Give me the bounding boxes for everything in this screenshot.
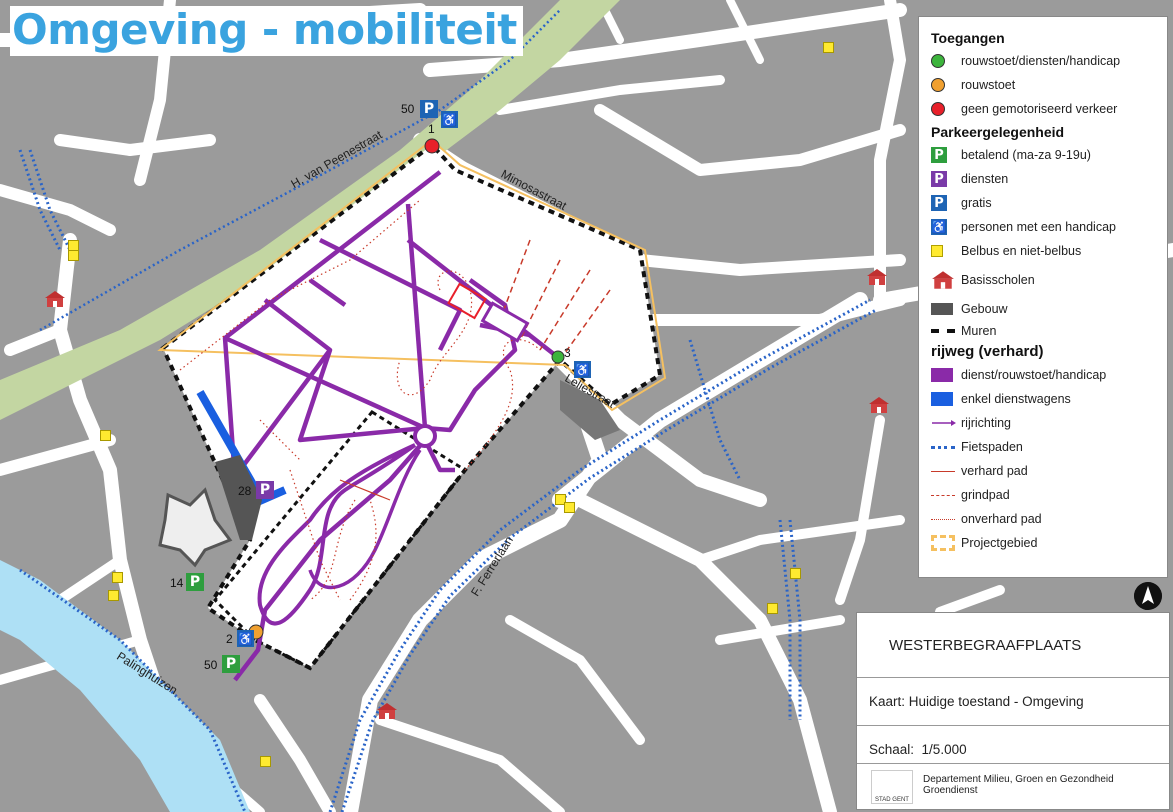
- green-strip: [0, 0, 620, 420]
- building-1: [215, 455, 262, 540]
- legend-item: Projectgebied: [931, 531, 1159, 555]
- handicap-icon[interactable]: ♿: [441, 111, 458, 128]
- title-block-kaart: Kaart: Huidige toestand - Omgeving: [857, 677, 1169, 725]
- parking-1-count: 50: [401, 102, 415, 116]
- bus-stop-icon[interactable]: [112, 572, 123, 583]
- legend-item: dienst/rouwstoet/handicap: [931, 363, 1159, 387]
- north-arrow-icon: [1134, 582, 1162, 610]
- parking-service-icon: P: [931, 171, 947, 187]
- green-dot-icon: [931, 54, 945, 68]
- red-dot-icon: [931, 102, 945, 116]
- legend-item: verhard pad: [931, 459, 1159, 483]
- unpaved-path-line: [931, 518, 955, 520]
- title-block: WESTERBEGRAAFPLAATS Kaart: Huidige toest…: [856, 612, 1170, 810]
- loop-road: [257, 443, 417, 626]
- arrow-right-icon: [932, 420, 956, 426]
- loop-road-2: [308, 449, 422, 590]
- legend-item: Gebouw: [931, 297, 1159, 321]
- bus-stop-icon[interactable]: [555, 494, 566, 505]
- project-area-swatch: [931, 535, 955, 551]
- handicap-icon[interactable]: ♿: [574, 361, 591, 378]
- title-block-dept: STAD GENT Departement Milieu, Groen en G…: [857, 763, 1169, 811]
- gravel-path-line: [931, 494, 955, 496]
- bus-stop-icon[interactable]: [68, 250, 79, 261]
- parking-betalend-icon[interactable]: P: [222, 655, 240, 673]
- bus-stop-icon[interactable]: [823, 42, 834, 53]
- school-icon[interactable]: [866, 268, 888, 286]
- school-icon[interactable]: [44, 290, 66, 308]
- entrance-1-number: 1: [428, 122, 435, 136]
- scale-value: 1/5.000: [921, 742, 967, 757]
- cemetery-inner-wall: [212, 410, 468, 670]
- legend-item: Fietspaden: [931, 435, 1159, 459]
- legend-item: ♿personen met een handicap: [931, 219, 1116, 235]
- parking-2-count: 28: [238, 484, 252, 498]
- cemetery-area: [163, 145, 660, 668]
- legend-heading-toegangen: Toegangen: [931, 30, 1005, 46]
- page-title: Omgeving - mobiliteit: [10, 6, 523, 56]
- dept-line2: Groendienst: [923, 785, 978, 796]
- legend-item: Basisscholen: [931, 263, 1159, 297]
- legend-heading-rijweg: rijweg (verhard): [931, 343, 1044, 360]
- title-block-name: WESTERBEGRAAFPLAATS: [889, 636, 1082, 654]
- city-logo: STAD GENT: [871, 770, 913, 804]
- roundabout: [413, 424, 437, 448]
- legend-item: rouwstoet/diensten/handicap: [931, 49, 1159, 73]
- title-block-schaal: Schaal: 1/5.000: [857, 725, 1169, 773]
- canal-edge-dotted: [19, 568, 247, 812]
- service-only-swatch: [931, 392, 953, 406]
- legend-item: rijrichting: [931, 411, 1159, 435]
- entrance-2-number: 2: [226, 632, 233, 646]
- bus-stop-icon[interactable]: [260, 756, 271, 767]
- dept-line1: Departement Milieu, Groen en Gezondheid: [923, 774, 1114, 785]
- bus-stop-icon: [931, 245, 943, 257]
- bus-stop-icon[interactable]: [564, 502, 575, 513]
- school-icon[interactable]: [868, 396, 890, 414]
- service-road-swatch: [931, 368, 953, 382]
- school-icon[interactable]: [376, 702, 398, 720]
- parking-diensten-icon[interactable]: P: [256, 481, 274, 499]
- star-building: [158, 487, 233, 568]
- wheelchair-icon: ♿: [931, 219, 947, 235]
- entrance-3[interactable]: [551, 350, 565, 364]
- entrance-3-number: 3: [564, 346, 571, 360]
- chapel-symbol: [447, 282, 487, 320]
- service-building: [480, 301, 530, 343]
- unpaved-paths: [179, 199, 541, 601]
- map-legend: Toegangen rouwstoet/diensten/handicap ro…: [918, 16, 1168, 578]
- bike-paths: [18, 149, 877, 812]
- parking-free-icon: P: [931, 195, 947, 211]
- entrance-1[interactable]: [424, 138, 440, 154]
- bus-stop-icon[interactable]: [767, 603, 778, 614]
- school-icon: [932, 271, 954, 289]
- legend-item: geen gemotoriseerd verkeer: [931, 97, 1159, 121]
- building-2: [560, 380, 620, 440]
- paved-path-line: [931, 470, 955, 472]
- parking-4-count: 50: [204, 658, 218, 672]
- building-swatch: [931, 303, 953, 315]
- bus-stop-icon[interactable]: [108, 590, 119, 601]
- legend-item: Belbus en niet-belbus: [931, 239, 1159, 263]
- legend-item: grindpad: [931, 483, 1159, 507]
- wall-line: [931, 329, 955, 333]
- parking-betalend-icon[interactable]: P: [186, 573, 204, 591]
- legend-item: enkel dienstwagens: [931, 387, 1159, 411]
- parking-gratis-icon[interactable]: P: [420, 100, 438, 118]
- legend-heading-parkeer: Parkeergelegenheid: [931, 124, 1065, 140]
- parking-paid-icon: P: [931, 147, 947, 163]
- canal: [0, 560, 250, 812]
- orange-dot-icon: [931, 78, 945, 92]
- bikepath-line: [931, 445, 955, 449]
- bus-stop-icon[interactable]: [100, 430, 111, 441]
- bus-stop-icon[interactable]: [790, 568, 801, 579]
- paved-paths: [339, 479, 391, 501]
- handicap-icon[interactable]: ♿: [237, 630, 254, 647]
- legend-item: rouwstoet: [931, 73, 1159, 97]
- parking-3-count: 14: [170, 576, 184, 590]
- legend-item: Muren: [931, 321, 1159, 341]
- legend-item: onverhard pad: [931, 507, 1159, 531]
